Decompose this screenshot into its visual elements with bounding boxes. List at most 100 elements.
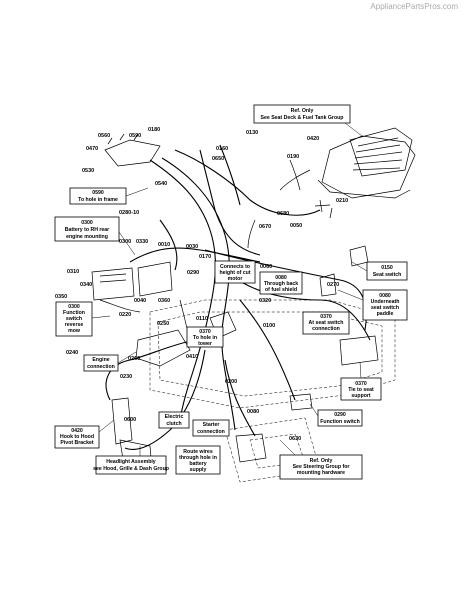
svg-text:connection: connection	[197, 429, 225, 435]
part-label: 0290	[187, 270, 199, 276]
part-label: 0160	[216, 146, 228, 152]
part-label: 0530	[82, 168, 94, 174]
part-label: 0420	[307, 136, 319, 142]
svg-text:Function: Function	[63, 310, 85, 316]
svg-text:0370: 0370	[355, 381, 367, 387]
svg-text:seat switch: seat switch	[371, 305, 399, 311]
svg-text:0150: 0150	[381, 265, 393, 271]
svg-text:connection: connection	[312, 326, 340, 332]
part-label: 0260	[128, 356, 140, 362]
callout-seat-paddle: 0080 Underneath seat switch paddle	[337, 289, 408, 321]
part-label: 0220	[119, 312, 131, 318]
svg-text:Headlight Assembly: Headlight Assembly	[106, 459, 156, 465]
part-label: 0240	[66, 350, 78, 356]
svg-text:Engine: Engine	[92, 357, 109, 363]
part-label: 0350	[55, 294, 67, 300]
svg-text:switch: switch	[66, 316, 82, 322]
callout-headlight: Headlight Assembly see Hood, Grille & Da…	[93, 446, 169, 475]
part-label: 0010	[158, 242, 170, 248]
part-label: 0300	[119, 239, 131, 245]
callout-battery: 0300 Battery to RH rear engine mounting	[54, 216, 136, 256]
svg-text:Electric: Electric	[165, 414, 184, 420]
part-label: 0250	[157, 321, 169, 327]
part-label: 0060	[260, 264, 272, 270]
svg-text:battery: battery	[189, 461, 206, 467]
svg-text:See Seat Deck & Fuel Tank Grou: See Seat Deck & Fuel Tank Group	[261, 115, 344, 121]
part-label: 0040	[134, 298, 146, 304]
part-label: 0200	[225, 379, 237, 385]
part-label: 0030	[186, 244, 198, 250]
svg-text:Tie to seat: Tie to seat	[348, 387, 374, 393]
callout-function-switch: 0290 Function switch	[309, 403, 363, 427]
part-label: 0410	[186, 354, 198, 360]
svg-text:mounting hardware: mounting hardware	[297, 470, 345, 476]
part-label: 0540	[155, 181, 167, 187]
svg-text:0300: 0300	[68, 304, 80, 310]
part-label: 0470	[86, 146, 98, 152]
callout-seat-switch-connection: 0370 At seat switch connection	[302, 311, 350, 335]
part-label: 0320	[259, 298, 271, 304]
part-label: 0670	[259, 224, 271, 230]
svg-text:Ref. Only: Ref. Only	[291, 108, 314, 114]
part-label: 0310	[67, 269, 79, 275]
part-label: 0340	[80, 282, 92, 288]
callout-function-reverse: 0300 Function switch reverse mow	[55, 301, 111, 337]
svg-text:0420: 0420	[71, 428, 83, 434]
callout-frame-hole: 0590 To hole in frame	[69, 187, 149, 205]
part-label: 0560	[98, 133, 110, 139]
svg-text:clutch: clutch	[166, 421, 181, 427]
svg-text:supply: supply	[190, 467, 207, 473]
part-label: 0330	[136, 239, 148, 245]
svg-text:height of cut: height of cut	[219, 270, 250, 276]
callout-tie-support: 0370 Tie to seat support	[340, 361, 382, 401]
svg-text:Through back: Through back	[264, 281, 298, 287]
svg-text:Ref. Only: Ref. Only	[310, 458, 333, 464]
svg-text:Connects to: Connects to	[220, 264, 250, 270]
part-label: 0270	[327, 282, 339, 288]
part-number-labels: 0180 0560 0590 0470 0130 0420 0160 0650 …	[55, 127, 384, 442]
part-label: 0100	[263, 323, 275, 329]
part-label: 0080	[247, 409, 259, 415]
svg-text:support: support	[351, 393, 371, 399]
svg-text:See Steering Group for: See Steering Group for	[293, 464, 350, 470]
svg-text:At seat switch: At seat switch	[309, 320, 344, 326]
svg-text:0590: 0590	[92, 190, 104, 196]
svg-text:paddle: paddle	[377, 311, 394, 317]
callout-seat-switch: 0150 Seat switch	[351, 261, 408, 281]
svg-text:Underneath: Underneath	[371, 299, 400, 305]
callout-height-cut: Connects to height of cut motor	[214, 260, 256, 284]
callout-fuel-shield: 0080 Through back of fuel shield	[259, 271, 303, 295]
svg-text:To hole in frame: To hole in frame	[78, 197, 118, 203]
callout-ref-seat: Ref. Only See Seat Deck & Fuel Tank Grou…	[253, 104, 363, 137]
callout-electric-clutch: Electric clutch	[158, 411, 190, 429]
svg-text:reverse: reverse	[65, 322, 84, 328]
part-label: 0590	[129, 133, 141, 139]
svg-text:0080: 0080	[379, 293, 391, 299]
part-label: 0650	[212, 156, 224, 162]
part-label: 0280-10	[119, 210, 139, 216]
svg-text:see Hood, Grille & Dash Group: see Hood, Grille & Dash Group	[93, 466, 169, 472]
part-label: 0680	[277, 211, 289, 217]
callout-engine-connection: Engine connection	[83, 351, 137, 372]
part-label: 0170	[199, 254, 211, 260]
svg-text:of fuel shield: of fuel shield	[265, 287, 297, 293]
svg-text:through hole in: through hole in	[179, 455, 217, 461]
svg-text:0300: 0300	[81, 220, 93, 226]
svg-text:Route wires: Route wires	[183, 449, 213, 455]
svg-text:0370: 0370	[199, 329, 211, 335]
svg-text:connection: connection	[87, 364, 115, 370]
svg-text:Function switch: Function switch	[320, 419, 359, 425]
svg-text:mow: mow	[68, 328, 81, 334]
svg-text:0080: 0080	[275, 275, 287, 281]
callout-tower: 0370 To hole in tower	[186, 326, 224, 348]
part-label: 0630	[289, 436, 301, 442]
svg-text:0370: 0370	[320, 314, 332, 320]
part-label: 0050	[290, 223, 302, 229]
seat-illustration	[317, 127, 416, 219]
watermark: AppliancePartsPros.com	[370, 2, 458, 11]
svg-text:Battery to RH rear: Battery to RH rear	[65, 227, 109, 233]
svg-text:motor: motor	[228, 276, 243, 282]
svg-text:Pivot Bracket: Pivot Bracket	[60, 440, 93, 446]
svg-text:To hole in: To hole in	[193, 335, 217, 341]
